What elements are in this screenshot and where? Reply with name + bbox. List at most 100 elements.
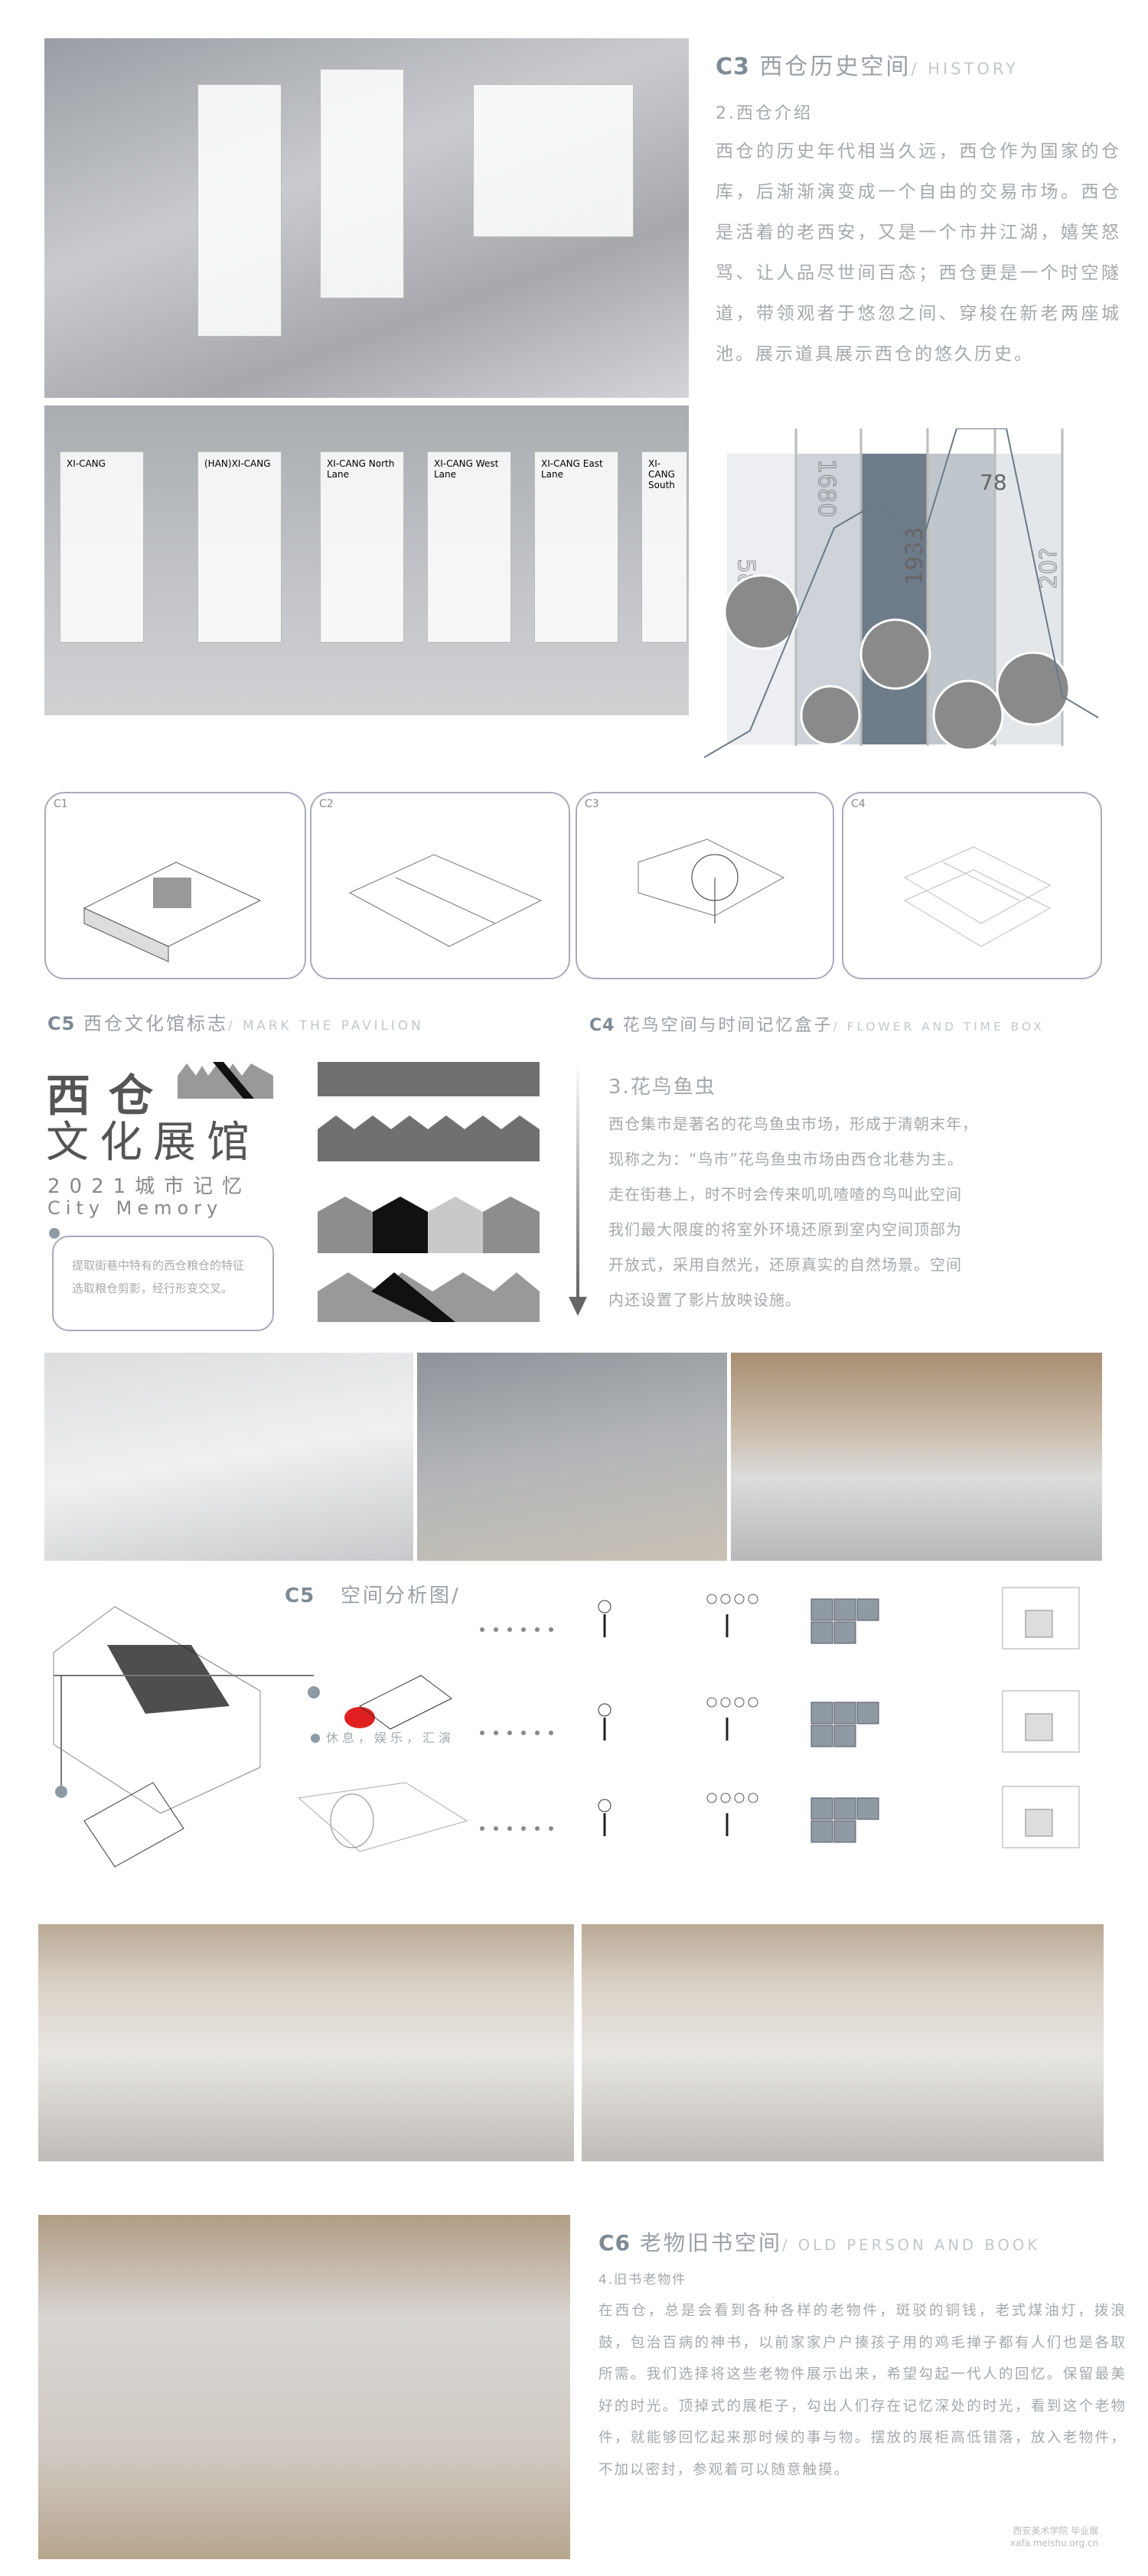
icon-circle <box>720 1594 731 1604</box>
connector-dot <box>549 1731 553 1735</box>
icon-circle <box>734 1793 745 1803</box>
cube-module <box>810 1797 833 1820</box>
watermark: 西安美术学院 毕业展 xafa.meishu.org.cn <box>1010 2525 1098 2549</box>
c3-plan-box: C3 <box>576 792 834 979</box>
history-photo <box>859 618 931 690</box>
render-history-hall-1 <box>44 38 689 398</box>
render-old-book-hall-2 <box>582 1924 1104 2161</box>
analysis-legend: 休息，娱乐，汇演 <box>326 1731 455 1745</box>
render-mural-wall <box>417 1353 727 1561</box>
icon-circle <box>706 1697 717 1708</box>
box-label: C1 <box>54 798 68 810</box>
history-photo <box>996 651 1071 726</box>
connector-dot <box>494 1731 498 1735</box>
section-title: 西仓历史空间 <box>759 54 912 80</box>
history-photo <box>800 685 861 746</box>
section-title-en: / FLOWER AND TIME BOX <box>833 1020 1045 1034</box>
timeline-line <box>704 428 1099 758</box>
thought-bubble-icon <box>598 1799 612 1812</box>
section-number: C5 <box>47 1013 76 1034</box>
logo-xicang: 西仓 <box>46 1070 172 1122</box>
c4-line: 我们最大限度的将室外环境还原到室内空间顶部为 <box>608 1220 962 1239</box>
connector-dot <box>507 1731 512 1735</box>
box-label: C2 <box>319 798 334 810</box>
render-stair-seating <box>38 2215 570 2559</box>
exhibit-panel: XI-CANG North Lane <box>320 451 404 643</box>
logo-note: 提取街巷中特有的西仓粮仓的特征选取粮仓剪影，经行形变交叉。 <box>72 1259 245 1295</box>
c4-body: 西仓集市是著名的花鸟鱼虫市场，形成于清朝末年， 现称之为：“鸟市”花鸟鱼虫市场由… <box>608 1106 978 1317</box>
exhibit-panel: (HAN)XI-CANG <box>197 451 282 643</box>
exhibit-panel: XI-CANG East Lane <box>534 451 618 643</box>
section-number: C4 <box>589 1016 615 1035</box>
connector-dot <box>535 1627 540 1632</box>
box-label: C3 <box>585 798 599 810</box>
timeline-year: 20? <box>1035 548 1062 589</box>
section-title: 西仓文化馆标志 <box>83 1013 228 1034</box>
render-tree-hall <box>731 1353 1102 1561</box>
logo-year: 2021城市记忆 <box>47 1175 252 1198</box>
thought-bubble-icon <box>598 1703 612 1717</box>
c3-subtitle: 2.西仓介绍 <box>716 104 813 123</box>
connector-dot <box>480 1731 484 1735</box>
icon-circle <box>734 1697 745 1708</box>
cube-module <box>810 1621 833 1644</box>
room-window <box>1025 1809 1053 1837</box>
room-window <box>1025 1610 1053 1638</box>
connector-dot <box>494 1627 498 1632</box>
connector-dot <box>535 1731 540 1735</box>
section-title-en: / MARK THE PAVILION <box>227 1018 424 1033</box>
icon-circle <box>734 1594 745 1604</box>
room-window <box>1025 1713 1053 1741</box>
c4-heading: C4 花鸟空间与时间记忆盒子/ FLOWER AND TIME BOX <box>589 1011 1045 1036</box>
render-old-book-hall-1 <box>38 1924 574 2161</box>
timeline-band <box>861 454 928 744</box>
section-title-en: / HISTORY <box>911 60 1019 78</box>
timeline-year: 78 <box>980 470 1007 495</box>
icon-circle <box>706 1793 717 1803</box>
connector-dot <box>507 1826 512 1831</box>
cube-module <box>810 1598 833 1621</box>
section-title: 老物旧书空间 <box>639 2230 782 2255</box>
box-label: C4 <box>851 798 866 810</box>
section-number: C6 <box>598 2230 631 2255</box>
c3-body: 西仓的历史年代相当久远，西仓作为国家的仓库，后渐渐演变成一个自由的交易市场。西仓… <box>716 142 1121 364</box>
c4-line: 现称之为：“鸟市”花鸟鱼虫市场由西仓北巷为主。 <box>608 1150 964 1168</box>
connector-dot <box>480 1826 484 1831</box>
icon-circle <box>748 1594 758 1604</box>
cube-module <box>856 1797 879 1820</box>
c4-subtitle: 3.花鸟鱼虫 <box>608 1076 716 1099</box>
thought-bubble-icon <box>598 1600 612 1614</box>
history-timeline: 583168019337820? <box>704 428 1099 758</box>
section-title-en: / OLD PERSON AND BOOK <box>781 2236 1041 2254</box>
connector-dot <box>480 1627 484 1632</box>
section-title: 花鸟空间与时间记忆盒子 <box>622 1016 833 1035</box>
connector-dot <box>549 1826 553 1831</box>
watermark-url: xafa.meishu.org.cn <box>1010 2538 1099 2548</box>
connector-dot <box>507 1627 512 1632</box>
c4-line: 内还设置了影片放映设施。 <box>608 1291 801 1309</box>
icon-circle <box>720 1697 731 1708</box>
connector-dot <box>521 1826 526 1831</box>
c6-subtitle: 4.旧书老物件 <box>598 2272 687 2288</box>
room-sketch <box>1002 1587 1080 1649</box>
down-arrow-icon <box>569 1060 587 1316</box>
connector-dot <box>521 1731 526 1735</box>
logo-variations <box>318 1062 540 1322</box>
cube-module <box>810 1724 833 1747</box>
room-sketch <box>1002 1786 1080 1848</box>
connector-dot <box>494 1826 498 1831</box>
c2-plan-box: C2 <box>310 792 570 979</box>
cube-module <box>833 1820 856 1843</box>
icon-circle <box>748 1697 758 1708</box>
axonometric-diagram <box>53 1606 468 1868</box>
history-photo <box>723 574 800 650</box>
cube-module <box>833 1598 856 1621</box>
exhibit-panel: XI-CANG <box>60 451 144 643</box>
c4-line: 走在街巷上，时不时会传来叽叽喳喳的鸟叫此空间 <box>608 1185 962 1203</box>
cube-module <box>833 1702 856 1724</box>
cube-module <box>833 1724 856 1747</box>
c5-analysis-heading: C5 空间分析图/ <box>285 1580 461 1608</box>
c6-heading: C6 老物旧书空间/ OLD PERSON AND BOOK <box>598 2226 1040 2257</box>
cube-module <box>856 1598 879 1621</box>
icon-circle <box>706 1594 717 1604</box>
